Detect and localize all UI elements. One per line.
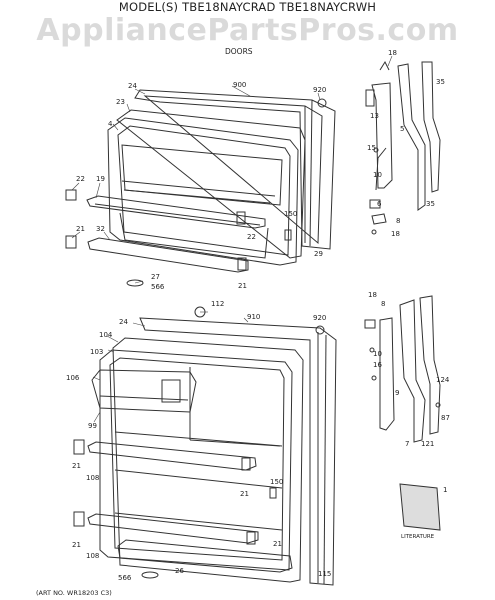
callout: 910 — [247, 313, 260, 321]
callout: 6 — [377, 200, 382, 208]
callout: 900 — [233, 81, 246, 89]
callout: 108 — [86, 474, 99, 482]
callout: 103 — [90, 348, 103, 356]
callout: 21 — [72, 462, 81, 470]
callout: 920 — [313, 86, 326, 94]
callout: 87 — [441, 414, 450, 422]
callout: 21 — [238, 282, 247, 290]
callout: 21 — [76, 225, 85, 233]
callout: 115 — [318, 570, 331, 578]
model-title: MODEL(S) TBE18NAYCRAD TBE18NAYCRWH — [118, 0, 377, 14]
callout: 566 — [151, 283, 165, 291]
fresh-food-door-liner — [99, 349, 293, 571]
freezer-door-outer-panel — [134, 89, 336, 250]
callout: 29 — [314, 250, 323, 258]
callout: 35 — [436, 78, 445, 86]
callout: 8 — [396, 217, 400, 225]
fresh-food-door-shelf-upper — [87, 441, 257, 471]
fresh-food-door-gasket — [112, 337, 304, 583]
callout: 18 — [388, 49, 397, 57]
watermark-text: AppliancePartsPros.com — [36, 13, 459, 48]
callout: 15 — [367, 144, 376, 152]
callout: 13 — [370, 112, 379, 120]
callout: 35 — [426, 200, 435, 208]
callout: 19 — [96, 175, 105, 183]
callout: 920 — [313, 314, 326, 322]
callout: 106 — [66, 374, 80, 382]
freezer-door-shelf — [86, 195, 266, 229]
callout: 150 — [284, 210, 297, 218]
callout: 112 — [211, 300, 224, 308]
callout: 7 — [405, 440, 409, 448]
callout: 22 — [76, 175, 85, 183]
callout: 4 — [108, 120, 113, 128]
callout: 124 — [436, 376, 450, 384]
callout: 104 — [99, 331, 113, 339]
callout: 22 — [247, 233, 256, 241]
art-number: (ART NO. WR18203 C3) — [36, 589, 112, 597]
callout: 99 — [88, 422, 97, 430]
callout: 18 — [391, 230, 400, 238]
fresh-food-hinge-bracket — [364, 295, 441, 443]
callout: 10 — [373, 350, 382, 358]
freezer-door-gasket — [116, 109, 306, 259]
freezer-lower-shelf — [87, 212, 269, 273]
freezer-hinge-bracket — [365, 60, 441, 235]
callout: 21 — [72, 541, 81, 549]
callout: 18 — [368, 291, 377, 299]
literature-booklet — [399, 483, 441, 531]
dairy-compartment-door — [91, 369, 197, 413]
callout-labels: 18 900 920 24 23 4 13 35 5 15 22 19 10 6… — [66, 49, 450, 582]
callout: 9 — [395, 389, 399, 397]
callout: 1 — [443, 486, 447, 494]
callout: 21 — [240, 490, 249, 498]
callout: 10 — [373, 171, 382, 179]
fresh-food-door-outer-panel — [139, 317, 337, 586]
callout: 24 — [128, 82, 137, 90]
callout: 121 — [421, 440, 434, 448]
callout: 23 — [116, 98, 125, 106]
freezer-door-liner — [107, 117, 299, 266]
fresh-food-small-parts — [73, 306, 325, 579]
callout: 32 — [96, 225, 105, 233]
section-label: DOORS — [225, 47, 253, 56]
callout: 150 — [270, 478, 283, 486]
callout: 21 — [273, 540, 282, 548]
callout: 16 — [373, 361, 382, 369]
callout: 108 — [86, 552, 99, 560]
callout: 566 — [118, 574, 132, 582]
callout: 24 — [119, 318, 128, 326]
callout: 5 — [400, 125, 404, 133]
callout: 27 — [151, 273, 160, 281]
freezer-small-parts — [65, 98, 327, 287]
literature-label: LITERATURE — [401, 534, 435, 540]
fresh-food-door-shelf-lower — [87, 513, 293, 573]
callout: 8 — [381, 300, 385, 308]
callout: 26 — [175, 567, 184, 575]
